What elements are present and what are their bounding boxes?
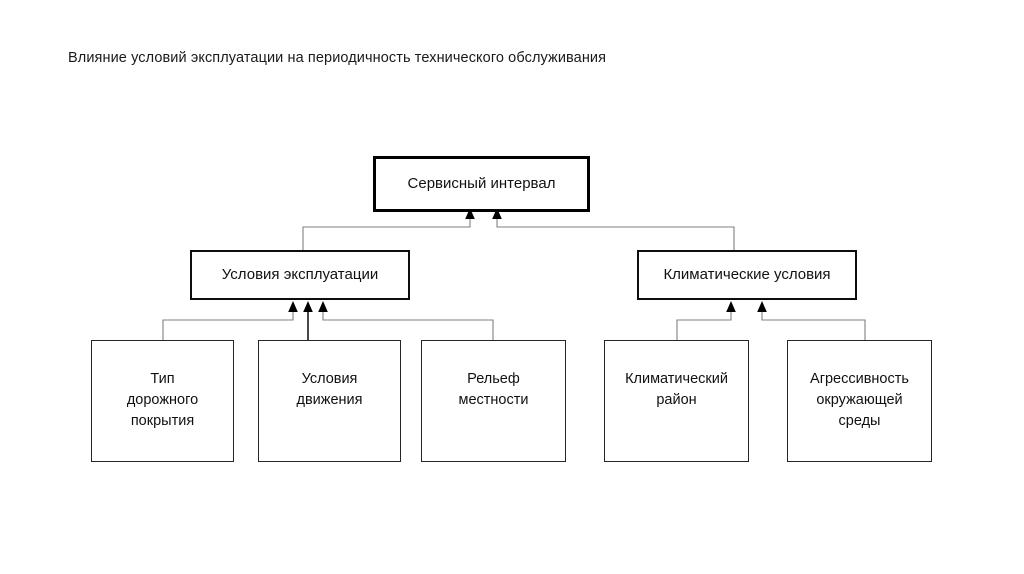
node-traffic-conditions[interactable]: Условия движения [258, 340, 401, 462]
connector-root-to-operating-conditions [302, 208, 475, 250]
page-title: Влияние условий эксплуатации на периодич… [68, 50, 607, 66]
connector-operating-to-road-surface [162, 301, 298, 340]
node-traffic-conditions-label: Условия движения [296, 371, 363, 408]
node-operating-conditions[interactable]: Условия эксплуатации [190, 250, 410, 300]
node-environmental-aggressiveness[interactable]: Агрессивность окружающей среды [787, 340, 932, 462]
connector-root-to-climatic-conditions [492, 208, 735, 250]
connector-operating-to-traffic-conditions [303, 301, 313, 340]
node-climatic-conditions-label: Климатические условия [663, 266, 831, 283]
node-service-interval[interactable]: Сервисный интервал [373, 156, 590, 212]
node-terrain-relief[interactable]: Рельеф местности [421, 340, 566, 462]
node-climatic-region[interactable]: Климатический район [604, 340, 749, 462]
connector-operating-to-terrain-relief [318, 301, 494, 340]
node-road-surface-type-label: Тип дорожного покрытия [126, 371, 199, 429]
node-road-surface-type[interactable]: Тип дорожного покрытия [91, 340, 234, 462]
connector-climatic-to-environmental-aggressiveness [757, 301, 866, 340]
node-climatic-conditions[interactable]: Климатические условия [637, 250, 857, 300]
node-climatic-region-label: Климатический район [625, 371, 728, 408]
node-terrain-relief-label: Рельеф местности [458, 371, 529, 408]
connector-climatic-to-climatic-region [676, 301, 736, 340]
node-service-interval-label: Сервисный интервал [407, 175, 556, 192]
node-environmental-aggressiveness-label: Агрессивность окружающей среды [810, 371, 909, 429]
node-operating-conditions-label: Условия эксплуатации [221, 266, 379, 283]
